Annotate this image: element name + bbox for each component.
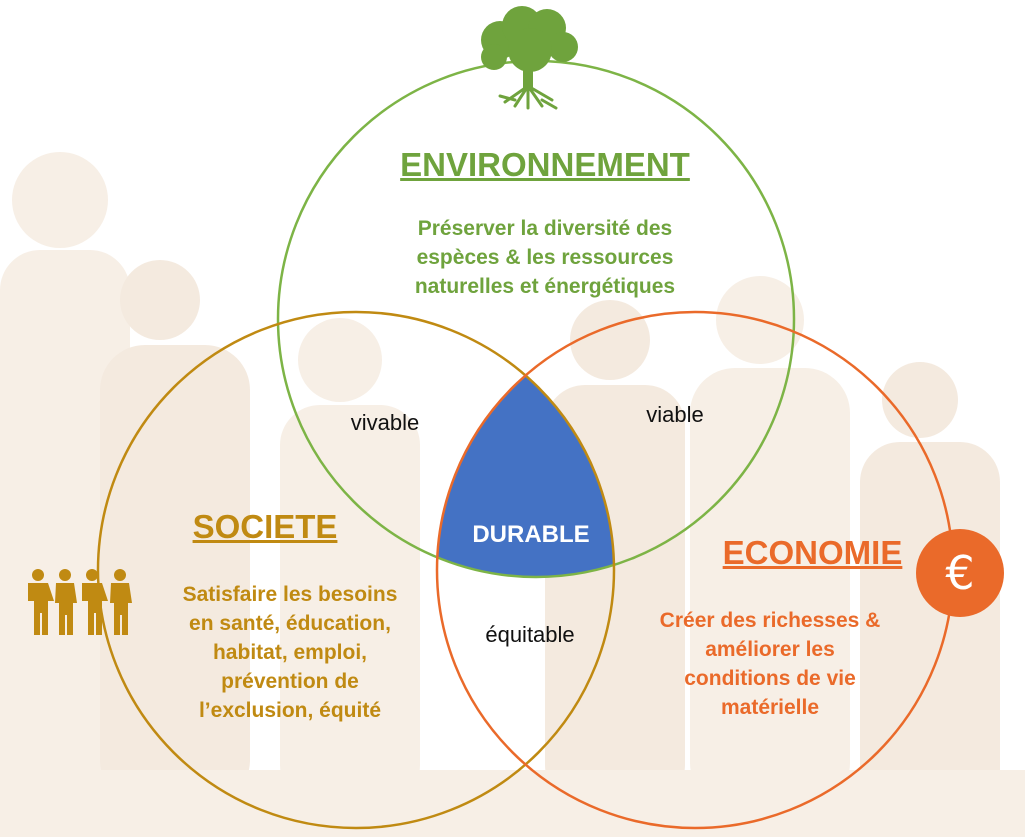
society-circle (96, 310, 616, 830)
society-description-line: en santé, éducation, (189, 612, 391, 635)
viable-label: viable (646, 402, 704, 427)
economy-description-line: conditions de vie (684, 667, 856, 690)
equitable-label: équitable (485, 622, 575, 647)
vivable-label: vivable (350, 410, 420, 435)
economy-description: Créer des richesses & améliorer les cond… (620, 606, 920, 722)
environment-description-line: Préserver la diversité des (417, 217, 673, 240)
economy-description-line: Créer des richesses & (659, 609, 881, 632)
economy-description-line: matérielle (720, 696, 820, 719)
environment-title: ENVIRONNEMENT (400, 146, 690, 183)
durable-label: DURABLE (472, 521, 590, 548)
tree-icon (481, 6, 578, 110)
society-description-line: Satisfaire les besoins (182, 583, 398, 606)
euro-icon: € (916, 529, 1004, 617)
environment-description-line: naturelles et énergétiques (414, 275, 676, 298)
society-description: Satisfaire les besoins en santé, éducati… (145, 580, 435, 725)
society-title: SOCIETE (192, 508, 338, 545)
society-description-line: prévention de (221, 670, 359, 693)
economy-description-line: améliorer les (705, 638, 835, 661)
people-icon (28, 569, 132, 635)
economy-title: ECONOMIE (722, 534, 903, 571)
durable-intersection (437, 312, 614, 577)
environment-description-line: espèces & les ressources (416, 246, 674, 269)
environment-description: Préserver la diversité des espèces & les… (350, 214, 740, 301)
society-description-line: l’exclusion, équité (198, 699, 382, 722)
society-description-line: habitat, emploi, (212, 641, 367, 664)
